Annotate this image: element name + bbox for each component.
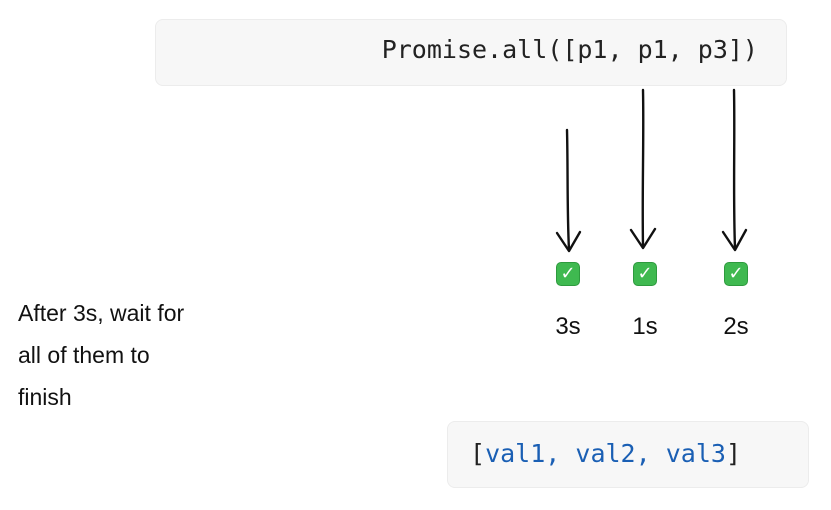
promise-time-label: 1s — [632, 313, 658, 340]
separator: , — [635, 439, 666, 468]
arrow-1 — [555, 128, 582, 253]
arrow-2 — [629, 88, 657, 250]
note-line: finish — [18, 384, 72, 410]
open-bracket: [ — [470, 439, 486, 468]
result-value: val1 — [485, 439, 546, 468]
check-mark-icon: ✓ — [724, 262, 748, 286]
promise-time-label: 2s — [723, 313, 749, 340]
code-block: Promise.all([p1, p1, p3]) — [155, 19, 787, 86]
result-value: val3 — [665, 439, 726, 468]
check-mark-icon: ✓ — [633, 262, 657, 286]
promise-time-label: 3s — [555, 313, 581, 340]
note-line: all of them to — [18, 342, 150, 368]
promise-all-code: Promise.all([p1, p1, p3]) — [381, 35, 758, 64]
result-array: [val1, val2, val3] — [470, 439, 741, 468]
result-block: [val1, val2, val3] — [447, 421, 809, 488]
note-line: After 3s, wait for — [18, 300, 185, 326]
close-bracket: ] — [725, 439, 741, 468]
separator: , — [545, 439, 576, 468]
arrow-3 — [721, 88, 748, 252]
result-value: val2 — [575, 439, 636, 468]
check-mark-icon: ✓ — [556, 262, 580, 286]
explanation-note: After 3s, wait for all of them to finish — [18, 292, 278, 418]
